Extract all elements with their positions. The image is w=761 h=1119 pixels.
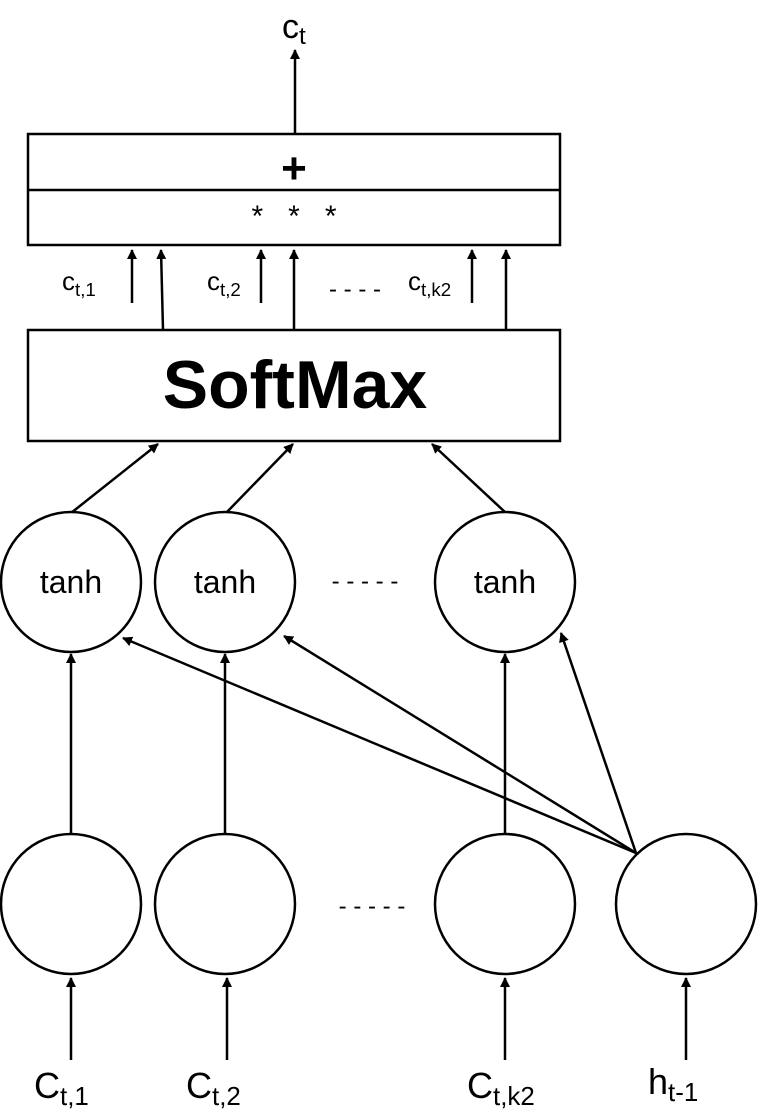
hidden-state-node <box>614 832 758 976</box>
input-node-k2 <box>433 832 577 976</box>
tanh-node-k2: tanh <box>433 510 577 654</box>
input-ellipsis: - - - - - <box>339 893 406 920</box>
weights-ellipsis: - - - - <box>329 276 381 303</box>
input-to-tanh-arrows <box>66 632 638 855</box>
weight-arrows <box>127 249 511 331</box>
weight-label-1: ct,1 <box>62 266 96 300</box>
weight-label-2: ct,2 <box>207 266 241 300</box>
bottom-input-arrows <box>66 977 691 1060</box>
combine-box <box>26 132 562 247</box>
svg-text:tanh: tanh <box>194 564 256 600</box>
output-label: ct <box>282 8 306 50</box>
hidden-state-label: ht-1 <box>648 1061 698 1107</box>
tanh-ellipsis: - - - - - <box>332 568 399 595</box>
input-label-1: Ct,1 <box>34 1065 89 1111</box>
tanh-node-1: tanh <box>0 510 143 654</box>
tanh-to-softmax-arrows <box>70 443 507 514</box>
input-node-2 <box>153 832 297 976</box>
sum-symbol: + <box>281 144 307 193</box>
product-symbols: * * * <box>251 200 336 233</box>
svg-text:tanh: tanh <box>40 564 102 600</box>
softmax-box <box>26 328 562 443</box>
input-label-2: Ct,2 <box>186 1065 241 1111</box>
tanh-node-2: tanh <box>153 510 297 654</box>
input-label-k2: Ct,k2 <box>467 1065 535 1111</box>
svg-text:tanh: tanh <box>474 564 536 600</box>
input-node-1 <box>0 832 143 976</box>
softmax-label: SoftMax <box>163 347 428 423</box>
weight-label-k2: ct,k2 <box>408 266 451 300</box>
